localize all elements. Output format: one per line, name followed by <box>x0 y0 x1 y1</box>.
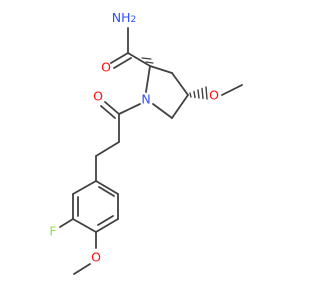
aromatic-inner-2 <box>97 215 114 226</box>
atom-label-methoxy-o-ring: O <box>209 88 219 103</box>
atom-label-ketone-o: O <box>93 89 103 104</box>
bond-acyl-c-o-a <box>104 101 120 115</box>
bond-c2-amide-c <box>127 52 151 67</box>
molecule-diagram: NH2 O N O O F O <box>49 10 243 275</box>
atom-label-amide-o: O <box>101 60 111 75</box>
bond-aryl-o-ch3 <box>73 263 91 275</box>
bond-c4-c5 <box>171 94 189 119</box>
bond-c3-c4 <box>171 72 189 96</box>
bond-ar4-ar5 <box>72 218 97 233</box>
bond-ar6-ar1 <box>72 180 97 195</box>
atom-label-amide-n: NH2 <box>112 10 137 26</box>
bond-ch2a-ch2b <box>95 141 120 157</box>
aromatic-inner-1 <box>98 186 115 197</box>
bond-amide-c-o-a <box>110 52 129 64</box>
bond-ar5-f <box>59 218 74 228</box>
hashed-bond-c2 <box>141 57 154 64</box>
bond-n1-c2 <box>145 65 151 93</box>
atom-label-fluorine: F <box>49 224 56 239</box>
structure-drawing: NH2 O N O O F O <box>49 10 243 275</box>
bond-ar3-ar4 <box>95 218 119 233</box>
bond-acyl-c-o-b <box>100 105 116 119</box>
bond-ar1-ar2 <box>95 180 119 195</box>
bond-c2-c3 <box>149 65 173 74</box>
bond-n1-acyl-c <box>118 103 141 115</box>
bond-amide-c-o-b <box>113 57 132 69</box>
hashed-bond-c4-o <box>189 86 208 100</box>
bond-methoxy-o-ch3 <box>221 84 243 96</box>
atom-label-methoxy-o-aryl: O <box>91 250 101 265</box>
atom-label-ring-n: N <box>141 92 150 107</box>
svg-text:NH2: NH2 <box>112 10 137 26</box>
bond-c5-n1 <box>152 103 173 119</box>
